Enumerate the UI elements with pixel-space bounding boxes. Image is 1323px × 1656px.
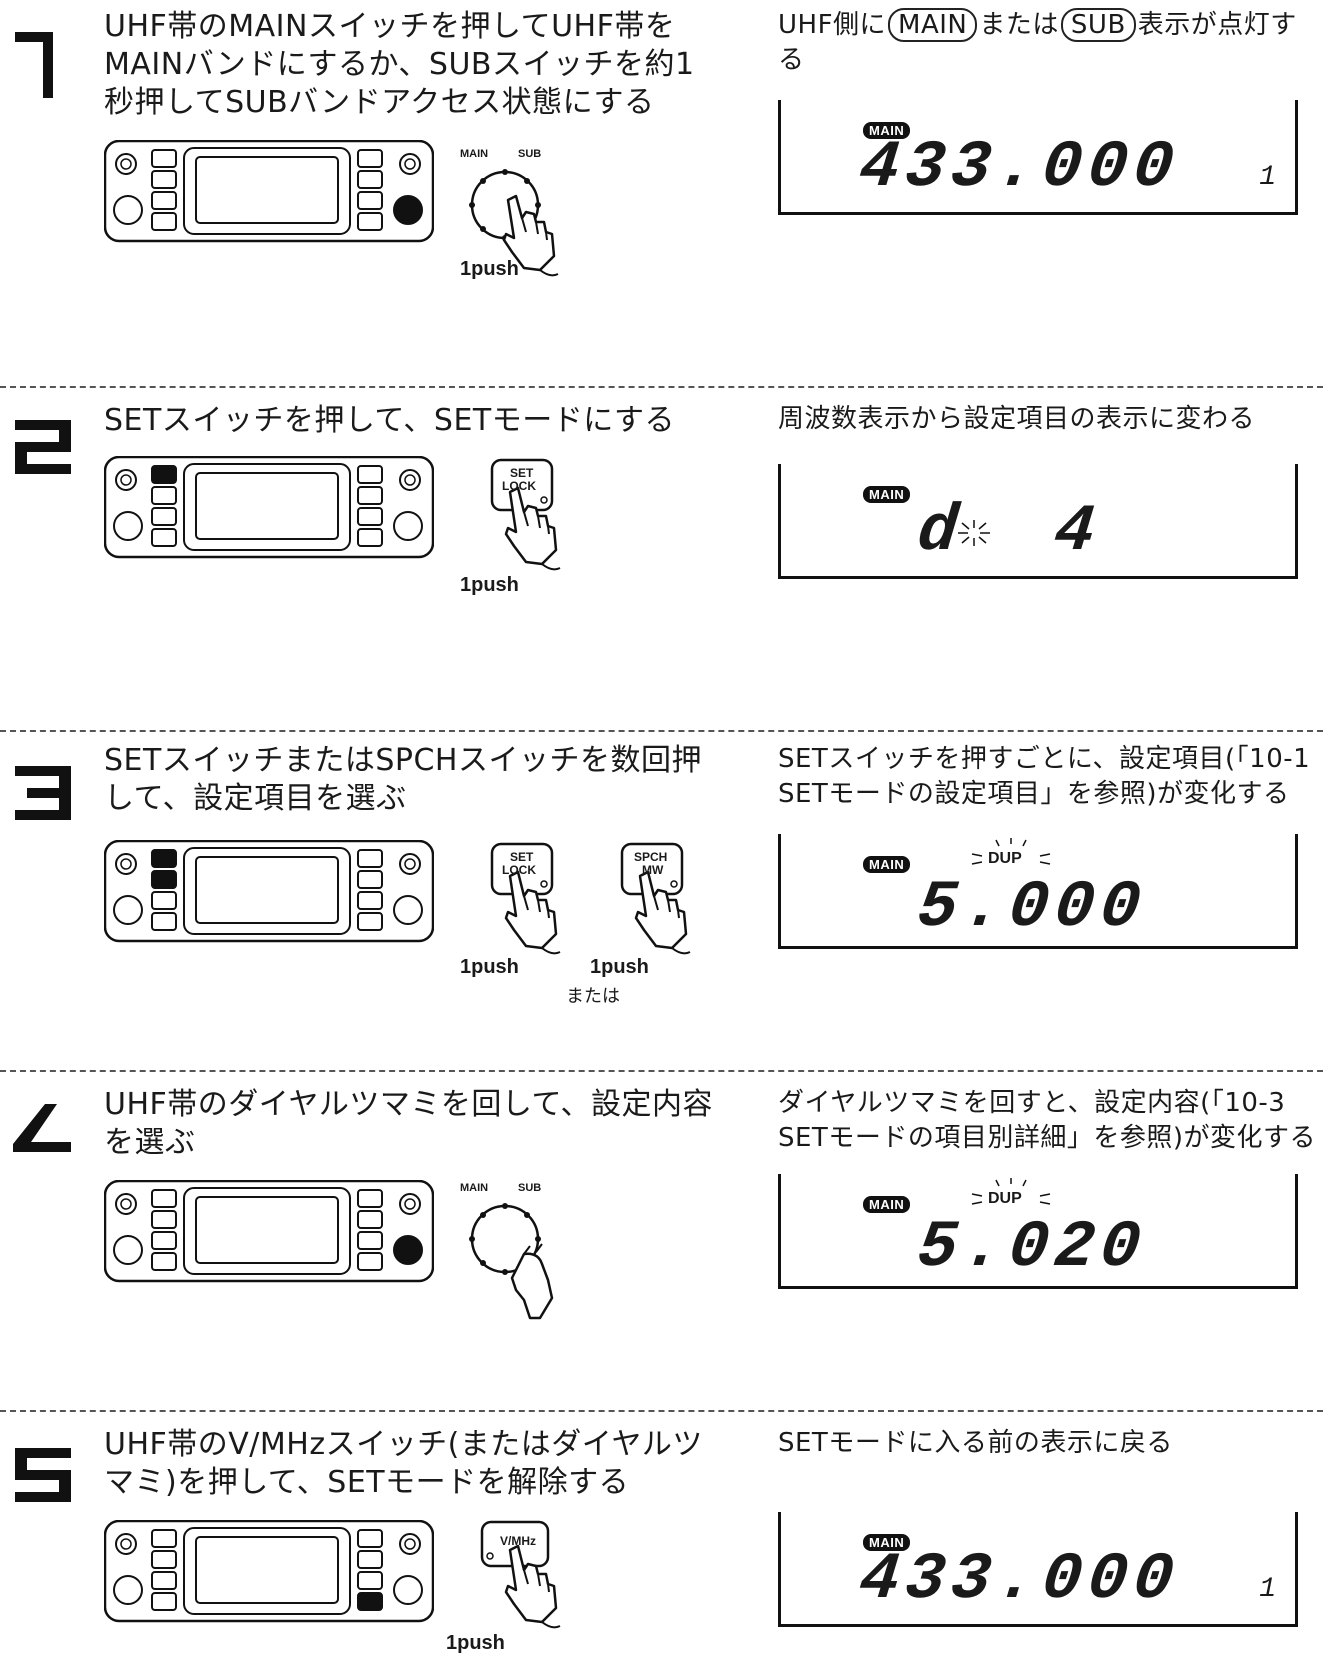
step-2-instruction: SETスイッチを押して、SETモードにする <box>104 403 676 438</box>
or-label: または <box>566 986 620 1007</box>
push-count-label: 1push <box>460 956 519 978</box>
knob-main-label: MAIN <box>460 148 489 160</box>
push-count-label: 1push <box>446 1632 505 1654</box>
hand-icon <box>504 870 558 950</box>
step-5-result: SETモードに入る前の表示に戻る <box>778 1428 1173 1458</box>
set-lock-key-icon <box>490 842 561 955</box>
key-label-v-mhz: V/MHz <box>500 1534 536 1548</box>
knob-sub-label: SUB <box>518 148 542 160</box>
step-number-2 <box>5 412 95 502</box>
lcd-main-badge: MAIN <box>863 486 911 503</box>
lcd-main-badge: MAIN <box>863 122 911 139</box>
key-label-spch: SPCH <box>634 850 668 864</box>
result-text: 表示が点灯する <box>778 10 1297 75</box>
key-label-lock: LOCK <box>502 479 536 493</box>
set-lock-button[interactable]: SET LOCK 1push <box>460 454 600 596</box>
push-count-label: 1push <box>460 574 519 596</box>
lcd-channel-number: 1 <box>1259 162 1276 193</box>
lcd-frequency: 433.000 <box>856 130 1184 205</box>
lcd-display-step-1: MAIN 433.000 1 <box>778 100 1298 215</box>
set-lock-button[interactable]: SET LOCK 1push <box>460 838 600 978</box>
dial-knob-icon <box>469 169 559 277</box>
radio-front-panel-illustration <box>104 1180 434 1283</box>
lcd-dup-value: 5.000 <box>914 870 1150 945</box>
step-number-5 <box>5 1440 95 1530</box>
lcd-dup-value: 5.020 <box>914 1210 1150 1285</box>
lcd-dup-label: DUP <box>988 1190 1022 1207</box>
blink-indicator-icon <box>958 520 990 546</box>
dial-knob-icon <box>469 1203 554 1320</box>
spch-mw-button[interactable]: SPCH MW 1push <box>590 838 730 978</box>
step-number-3 <box>5 758 95 848</box>
set-lock-key-icon <box>490 458 561 571</box>
radio-front-panel-illustration <box>104 456 434 559</box>
radio-front-panel-illustration <box>104 140 434 243</box>
result-text: または <box>979 10 1059 40</box>
step-2-result: 周波数表示から設定項目の表示に変わる <box>778 404 1256 434</box>
lcd-channel-number: 1 <box>1259 1574 1276 1605</box>
hand-icon <box>634 870 688 950</box>
result-text: UHF側に <box>778 10 887 40</box>
step-4-instruction: UHF帯のダイヤルツマミを回して、設定内容を選ぶ <box>104 1087 713 1160</box>
hand-icon <box>510 1252 554 1320</box>
step-3-result: SETスイッチを押すごとに、設定項目(「10-1 SETモードの設定項目」を参照… <box>778 744 1311 809</box>
key-label-set: SET <box>510 466 534 480</box>
section-divider <box>0 1070 1323 1072</box>
v-mhz-button[interactable]: V/MHz 1push <box>446 1516 600 1656</box>
key-label-set: SET <box>510 850 534 864</box>
key-label-lock: LOCK <box>502 863 536 877</box>
lcd-set-item: d 4 <box>914 494 1105 569</box>
section-divider <box>0 730 1323 732</box>
lcd-display-step-2: MAIN d 4 <box>778 464 1298 579</box>
step-number-4 <box>5 1098 95 1188</box>
knob-sub-label: SUB <box>518 1182 542 1194</box>
main-sub-dial-knob[interactable]: MAIN SUB 1push <box>460 140 600 280</box>
blink-indicator-icon <box>971 1178 1051 1205</box>
key-label-mw: MW <box>642 863 664 877</box>
knob-main-label: MAIN <box>460 1182 489 1194</box>
push-count-label: 1push <box>590 956 649 978</box>
lcd-main-badge: MAIN <box>863 856 911 873</box>
lcd-frequency: 433.000 <box>856 1542 1184 1617</box>
v-mhz-key-icon <box>480 1520 561 1629</box>
lcd-display-step-3: MAIN DUP 5.000 <box>778 834 1298 949</box>
lcd-main-badge: MAIN <box>863 1534 911 1551</box>
step-1-instruction: UHF帯のMAINスイッチを押してUHF帯をMAINバンドにするか、SUBスイッ… <box>104 9 695 120</box>
hand-icon <box>504 1544 558 1624</box>
step-number-1 <box>5 18 95 108</box>
lcd-main-badge: MAIN <box>863 1196 911 1213</box>
hand-icon <box>502 194 556 272</box>
lcd-dup-label: DUP <box>988 850 1022 867</box>
blink-indicator-icon <box>971 838 1051 865</box>
step-5-instruction: UHF帯のV/MHzスイッチ(またはダイヤルツマミ)を押して、SETモードを解除… <box>104 1427 703 1500</box>
step-4-result: ダイヤルツマミを回すと、設定内容(「10-3 SETモードの項目別詳細」を参照)… <box>778 1088 1316 1153</box>
lcd-display-step-4: MAIN DUP 5.020 <box>778 1174 1298 1289</box>
radio-front-panel-illustration <box>104 1520 434 1623</box>
sub-indicator-label: SUB <box>1060 8 1136 42</box>
section-divider <box>0 386 1323 388</box>
lcd-display-step-5: MAIN 433.000 1 <box>778 1512 1298 1627</box>
main-indicator-label: MAIN <box>888 8 978 42</box>
uhf-dial-knob[interactable]: MAIN SUB <box>460 1174 600 1324</box>
section-divider <box>0 1410 1323 1412</box>
push-count-label: 1push <box>460 258 519 280</box>
hand-icon <box>504 486 558 566</box>
radio-front-panel-illustration <box>104 840 434 943</box>
step-3-instruction: SETスイッチまたはSPCHスイッチを数回押して、設定項目を選ぶ <box>104 743 702 816</box>
spch-mw-key-icon <box>620 842 691 955</box>
